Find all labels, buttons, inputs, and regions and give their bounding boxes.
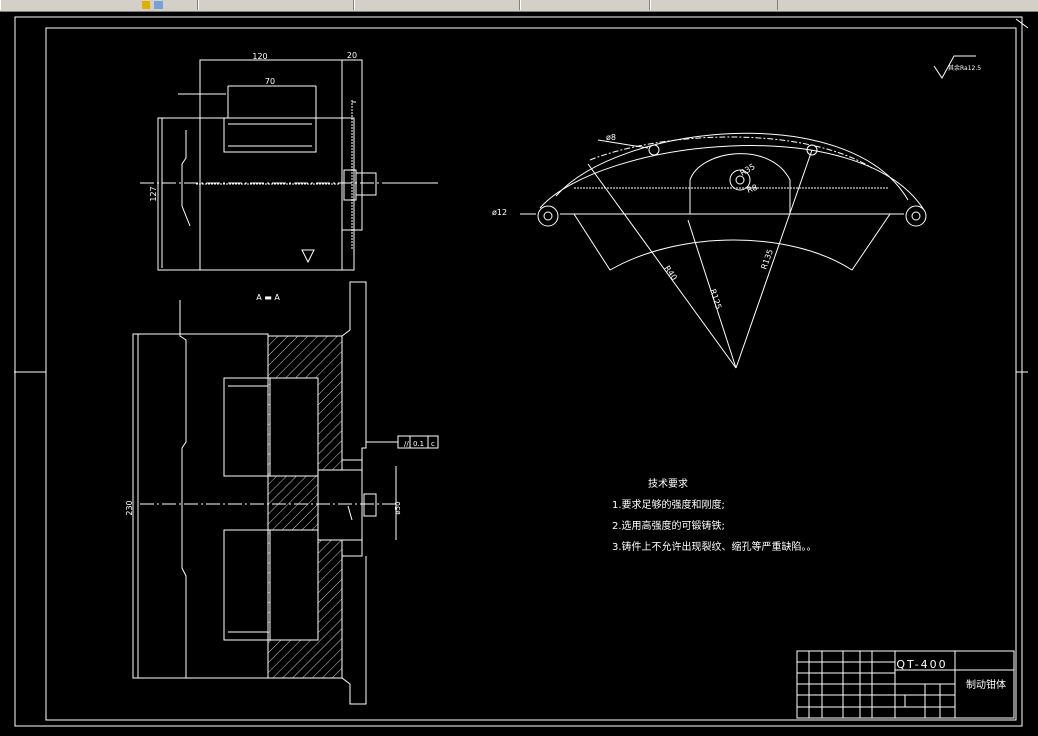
document-tab-2[interactable] xyxy=(198,0,354,10)
material-label: QT-400 xyxy=(896,658,947,671)
tolerance-value: 0.1 xyxy=(413,440,424,448)
dim-width-70: 70 xyxy=(265,77,275,86)
tech-item-3: 3.铸件上不允许出现裂纹、缩孔等严重缺陷。。 xyxy=(612,542,817,553)
document-tab-bar xyxy=(0,0,1038,12)
tech-item-1: 1.要求足够的强度和刚度; xyxy=(612,500,725,511)
title-block xyxy=(796,650,1015,719)
roughness-symbol-icon xyxy=(933,55,976,79)
part-name-label: 制动钳体 xyxy=(966,678,1006,691)
dim-radius-125: R125 xyxy=(708,288,723,311)
dim-height-127: 127 xyxy=(149,186,158,201)
corner-mark xyxy=(1015,18,1029,29)
tolerance-datum: c xyxy=(431,440,435,448)
inner-frame xyxy=(45,27,1017,721)
dim-radius-8: R8 xyxy=(746,183,759,195)
toolbar-icons[interactable] xyxy=(140,0,166,10)
top-view xyxy=(140,59,438,271)
document-tab-1[interactable] xyxy=(0,0,198,10)
dim-diameter-12: ø12 xyxy=(492,208,507,217)
dim-diameter-50: ø50 xyxy=(394,501,402,514)
toolbar-folder-icon xyxy=(142,1,150,9)
toolbar-cube-icon xyxy=(154,1,163,9)
front-arc-view xyxy=(520,132,927,369)
tech-item-2: 2.选用高强度的可锻铸铁; xyxy=(612,521,725,532)
dim-width-20: 20 xyxy=(347,51,357,60)
technical-requirements: 技术要求 1.要求足够的强度和刚度; 2.选用高强度的可锻铸铁; 3.铸件上不允… xyxy=(612,474,817,558)
dim-radius-40: R40 xyxy=(662,264,678,282)
document-tab-5[interactable] xyxy=(650,0,778,10)
tolerance-symbol: // xyxy=(404,440,409,448)
cad-drawing-canvas[interactable]: 120 20 70 127 A ▬ A 230 ø50 // 0.1 c xyxy=(0,12,1038,736)
section-view: A ▬ A xyxy=(132,281,439,705)
dim-width-120: 120 xyxy=(252,52,267,61)
dim-diameter-8: ø8 xyxy=(606,133,616,142)
roughness-note: 其余Ra12.5 xyxy=(948,64,981,72)
document-tab-3[interactable] xyxy=(354,0,520,10)
dim-height-230: 230 xyxy=(125,500,134,515)
outer-frame xyxy=(14,16,1023,727)
section-label: A ▬ A xyxy=(256,293,280,302)
tech-title: 技术要求 xyxy=(648,479,688,490)
dim-radius-135: R135 xyxy=(759,248,775,271)
dim-radius-35: R35 xyxy=(739,162,757,178)
document-tab-4[interactable] xyxy=(520,0,650,10)
